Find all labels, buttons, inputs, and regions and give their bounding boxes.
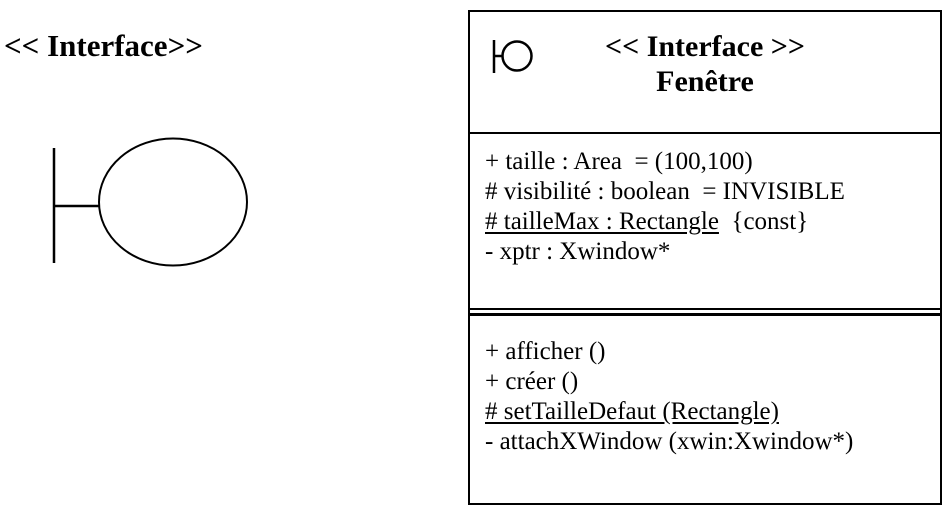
class-stereotype: << Interface >> [605,30,805,63]
operations-compartment: + afficher () + créer () # setTailleDefa… [470,313,940,503]
attribute-underlined-part: # tailleMax : Rectangle [485,208,719,235]
attributes-compartment: + taille : Area = (100,100) # visibilité… [470,134,940,310]
class-box-header: << Interface >> Fenêtre [470,12,940,134]
attribute-row: - xptr : Xwindow* [485,237,932,267]
attribute-row: # tailleMax : Rectangle {const} [485,207,932,237]
attribute-text: {const} [718,208,809,235]
attribute-text: - xptr : Xwindow* [485,238,671,265]
compartment-separator-gap [470,310,940,313]
operation-text: + afficher () [485,338,606,365]
operation-underlined-part: # setTailleDefaut (Rectangle) [485,398,779,425]
attribute-row: + taille : Area = (100,100) [485,147,932,177]
operation-row: + créer () [485,367,932,397]
interface-lollipop-icon [492,40,533,73]
attribute-text: # visibilité : boolean = INVISIBLE [485,178,845,205]
operation-row: # setTailleDefaut (Rectangle) [485,397,932,427]
left-interface-stereotype-label: << Interface>> [4,28,203,63]
class-header-text: << Interface >> Fenêtre [470,12,940,99]
operation-text: + créer () [485,368,579,395]
operation-text: - attachXWindow (xwin:Xwindow*) [485,428,854,455]
attribute-row: # visibilité : boolean = INVISIBLE [485,177,932,207]
attribute-text: + taille : Area = (100,100) [485,148,753,175]
operation-row: - attachXWindow (xwin:Xwindow*) [485,427,932,457]
class-name: Fenêtre [656,65,754,98]
interface-lollipop-icon [52,137,248,267]
operation-row: + afficher () [485,337,932,367]
uml-class-box: << Interface >> Fenêtre + taille : Area … [468,10,942,505]
